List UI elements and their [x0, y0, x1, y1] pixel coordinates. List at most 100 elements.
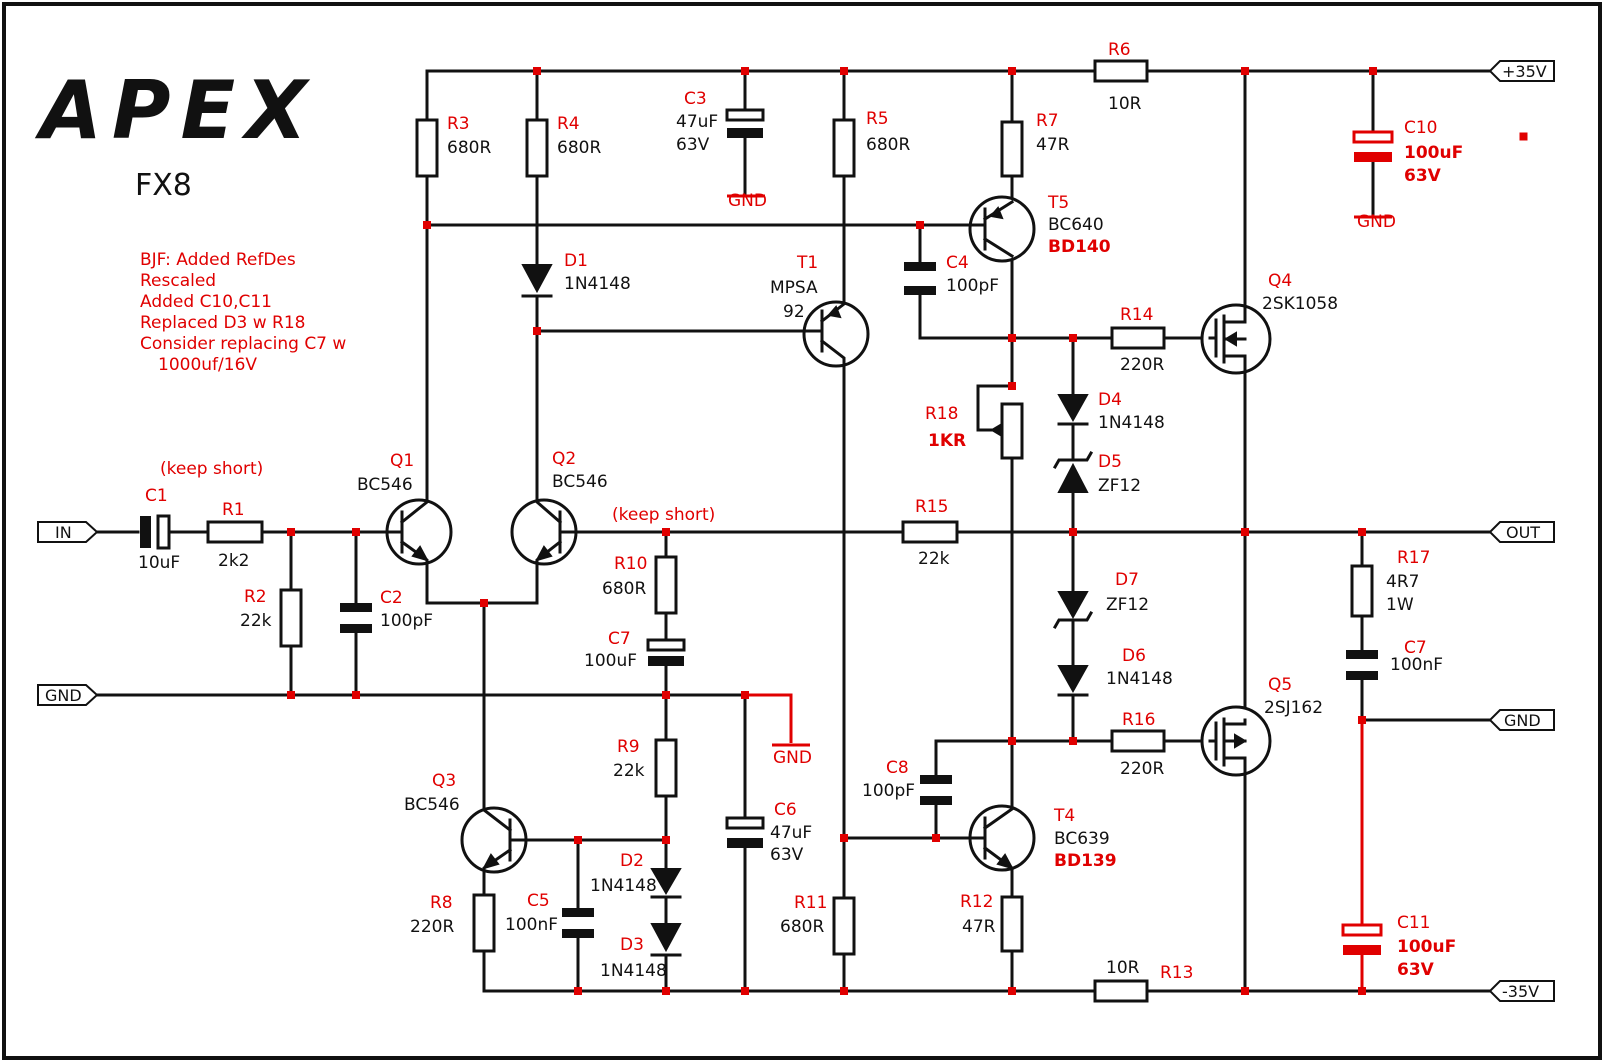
svg-text:1N4148: 1N4148: [590, 876, 657, 896]
svg-text:R16: R16: [1122, 710, 1155, 730]
port-in: IN: [37, 521, 99, 543]
svg-text:220R: 220R: [410, 917, 454, 937]
svg-text:220R: 220R: [1120, 759, 1164, 779]
svg-text:680R: 680R: [866, 135, 910, 155]
mosfet-q4: Q4 2SK1058: [1200, 271, 1338, 375]
ground-symbol: GND: [1354, 212, 1396, 232]
port-neg-supply: -35V: [1488, 980, 1555, 1002]
svg-text:MPSA: MPSA: [770, 278, 818, 298]
svg-text:BC639: BC639: [1054, 829, 1110, 849]
svg-text:R9: R9: [617, 737, 640, 757]
svg-text:+35V: +35V: [1502, 62, 1547, 81]
diode-d1: D1 1N4148: [521, 251, 631, 298]
svg-text:BD140: BD140: [1048, 237, 1111, 257]
port-gnd-in: GND: [37, 684, 99, 706]
svg-text:R1: R1: [222, 500, 245, 520]
note-line: Replaced D3 w R18: [140, 313, 306, 333]
svg-text:R7: R7: [1036, 111, 1059, 131]
svg-text:R14: R14: [1120, 305, 1153, 325]
svg-text:100pF: 100pF: [380, 611, 433, 631]
revision-notes: BJF: Added RefDes Rescaled Added C10,C11…: [140, 250, 346, 375]
svg-text:10uF: 10uF: [138, 553, 180, 573]
svg-text:Q4: Q4: [1268, 271, 1292, 291]
capacitor-c3: C3 47uF 63V: [676, 89, 765, 155]
svg-text:ZF12: ZF12: [1106, 595, 1149, 615]
resistor-r6: R6 10R: [1093, 40, 1149, 114]
svg-text:-35V: -35V: [1502, 982, 1539, 1001]
svg-text:R12: R12: [960, 892, 993, 912]
svg-text:Q2: Q2: [552, 449, 576, 469]
svg-text:R11: R11: [794, 893, 827, 913]
resistor-r16: R16 220R: [1110, 710, 1166, 779]
svg-text:680R: 680R: [557, 138, 601, 158]
svg-text:GND: GND: [1504, 711, 1541, 730]
note-line: BJF: Added RefDes: [140, 250, 296, 270]
resistor-r5: R5 680R: [832, 109, 910, 178]
svg-text:BC546: BC546: [552, 472, 608, 492]
junction-dots: [287, 67, 1377, 995]
svg-text:1W: 1W: [1386, 595, 1414, 615]
svg-text:C4: C4: [946, 253, 969, 273]
svg-text:47uF: 47uF: [770, 823, 812, 843]
svg-text:T4: T4: [1053, 806, 1075, 826]
svg-text:IN: IN: [55, 523, 72, 542]
svg-text:63V: 63V: [676, 135, 710, 155]
svg-text:R6: R6: [1108, 40, 1131, 60]
model-name: FX8: [135, 168, 192, 203]
red-marker: [1519, 132, 1528, 141]
wiring: [95, 69, 1492, 993]
svg-text:1N4148: 1N4148: [600, 961, 667, 981]
svg-text:ZF12: ZF12: [1098, 476, 1141, 496]
svg-text:BC546: BC546: [404, 795, 460, 815]
svg-text:C7: C7: [1404, 638, 1427, 658]
ground-symbol: GND: [727, 191, 767, 211]
svg-text:D2: D2: [620, 851, 644, 871]
svg-text:22k: 22k: [613, 761, 645, 781]
apex-logo: APEX: [34, 64, 317, 157]
svg-text:R5: R5: [866, 109, 889, 129]
svg-text:R15: R15: [915, 497, 948, 517]
svg-text:1N4148: 1N4148: [1098, 413, 1165, 433]
svg-text:2k2: 2k2: [218, 551, 249, 571]
svg-text:47R: 47R: [1036, 135, 1070, 155]
svg-text:D1: D1: [564, 251, 588, 271]
note-line: Added C10,C11: [140, 292, 272, 312]
svg-text:T1: T1: [796, 253, 818, 273]
svg-text:C10: C10: [1404, 118, 1438, 138]
resistor-r8: R8 220R: [410, 893, 496, 953]
svg-text:47uF: 47uF: [676, 112, 718, 132]
svg-text:C7: C7: [608, 629, 631, 649]
keep-short-note: (keep short): [160, 459, 263, 479]
svg-text:APEX: APEX: [34, 64, 317, 157]
svg-text:10R: 10R: [1108, 94, 1142, 114]
svg-text:GND: GND: [728, 191, 767, 211]
keep-short-note: (keep short): [612, 505, 715, 525]
svg-text:63V: 63V: [1404, 166, 1442, 186]
svg-text:100pF: 100pF: [946, 276, 999, 296]
svg-text:10R: 10R: [1106, 958, 1140, 978]
svg-text:R8: R8: [430, 893, 453, 913]
svg-text:2SK1058: 2SK1058: [1262, 294, 1338, 314]
svg-text:4R7: 4R7: [1386, 572, 1419, 592]
svg-text:1N4148: 1N4148: [564, 274, 631, 294]
ground-symbol: GND: [772, 743, 812, 768]
svg-text:BC640: BC640: [1048, 215, 1104, 235]
svg-text:C3: C3: [684, 89, 707, 109]
svg-text:100nF: 100nF: [1390, 655, 1443, 675]
svg-text:GND: GND: [1357, 212, 1396, 232]
